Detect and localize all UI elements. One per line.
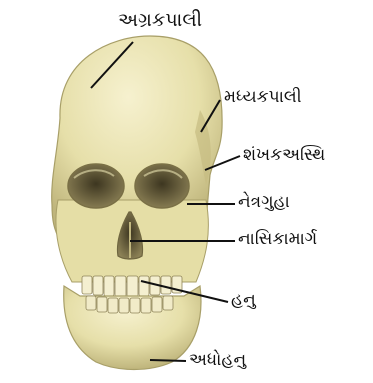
label-nasal: નાસિકામાર્ગ <box>238 229 317 249</box>
label-maxilla: હનુ <box>231 290 256 310</box>
pointer-mandible <box>150 360 186 361</box>
label-parietal: મધ્યકપાલી <box>224 87 302 107</box>
label-frontal: અગ્રકપાલી <box>118 10 202 30</box>
label-mandible: અધોહનુ <box>189 350 246 370</box>
label-temporal: શંખકઅસ્થિ <box>243 145 325 165</box>
label-orbit: નેત્રગુહા <box>238 192 290 212</box>
